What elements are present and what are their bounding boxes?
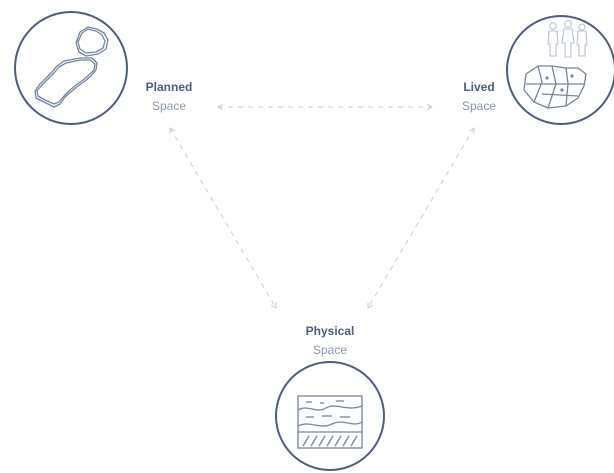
lived-space-node — [506, 15, 614, 125]
soil-hatching — [302, 435, 358, 447]
people-on-map-icon — [523, 20, 588, 109]
lived-circle — [506, 15, 614, 125]
lived-title: Lived — [463, 80, 495, 94]
physical-space-node — [275, 361, 385, 471]
arrow-planned-physical — [169, 127, 277, 309]
arrow-lived-physical — [367, 127, 475, 309]
map-markers — [545, 74, 574, 92]
planned-subtitle: Space — [151, 99, 187, 113]
soil-layers-icon — [297, 395, 363, 449]
planned-circle — [14, 11, 128, 125]
physical-title: Physical — [305, 324, 355, 338]
map-shape — [523, 65, 587, 109]
lived-subtitle: Space — [461, 99, 497, 113]
physical-subtitle: Space — [312, 343, 348, 357]
planned-space-node — [14, 11, 128, 125]
soil-dashes — [306, 400, 350, 418]
planned-title: Planned — [145, 80, 193, 94]
people-silhouettes — [547, 20, 588, 58]
map-outline-icon — [34, 26, 109, 108]
